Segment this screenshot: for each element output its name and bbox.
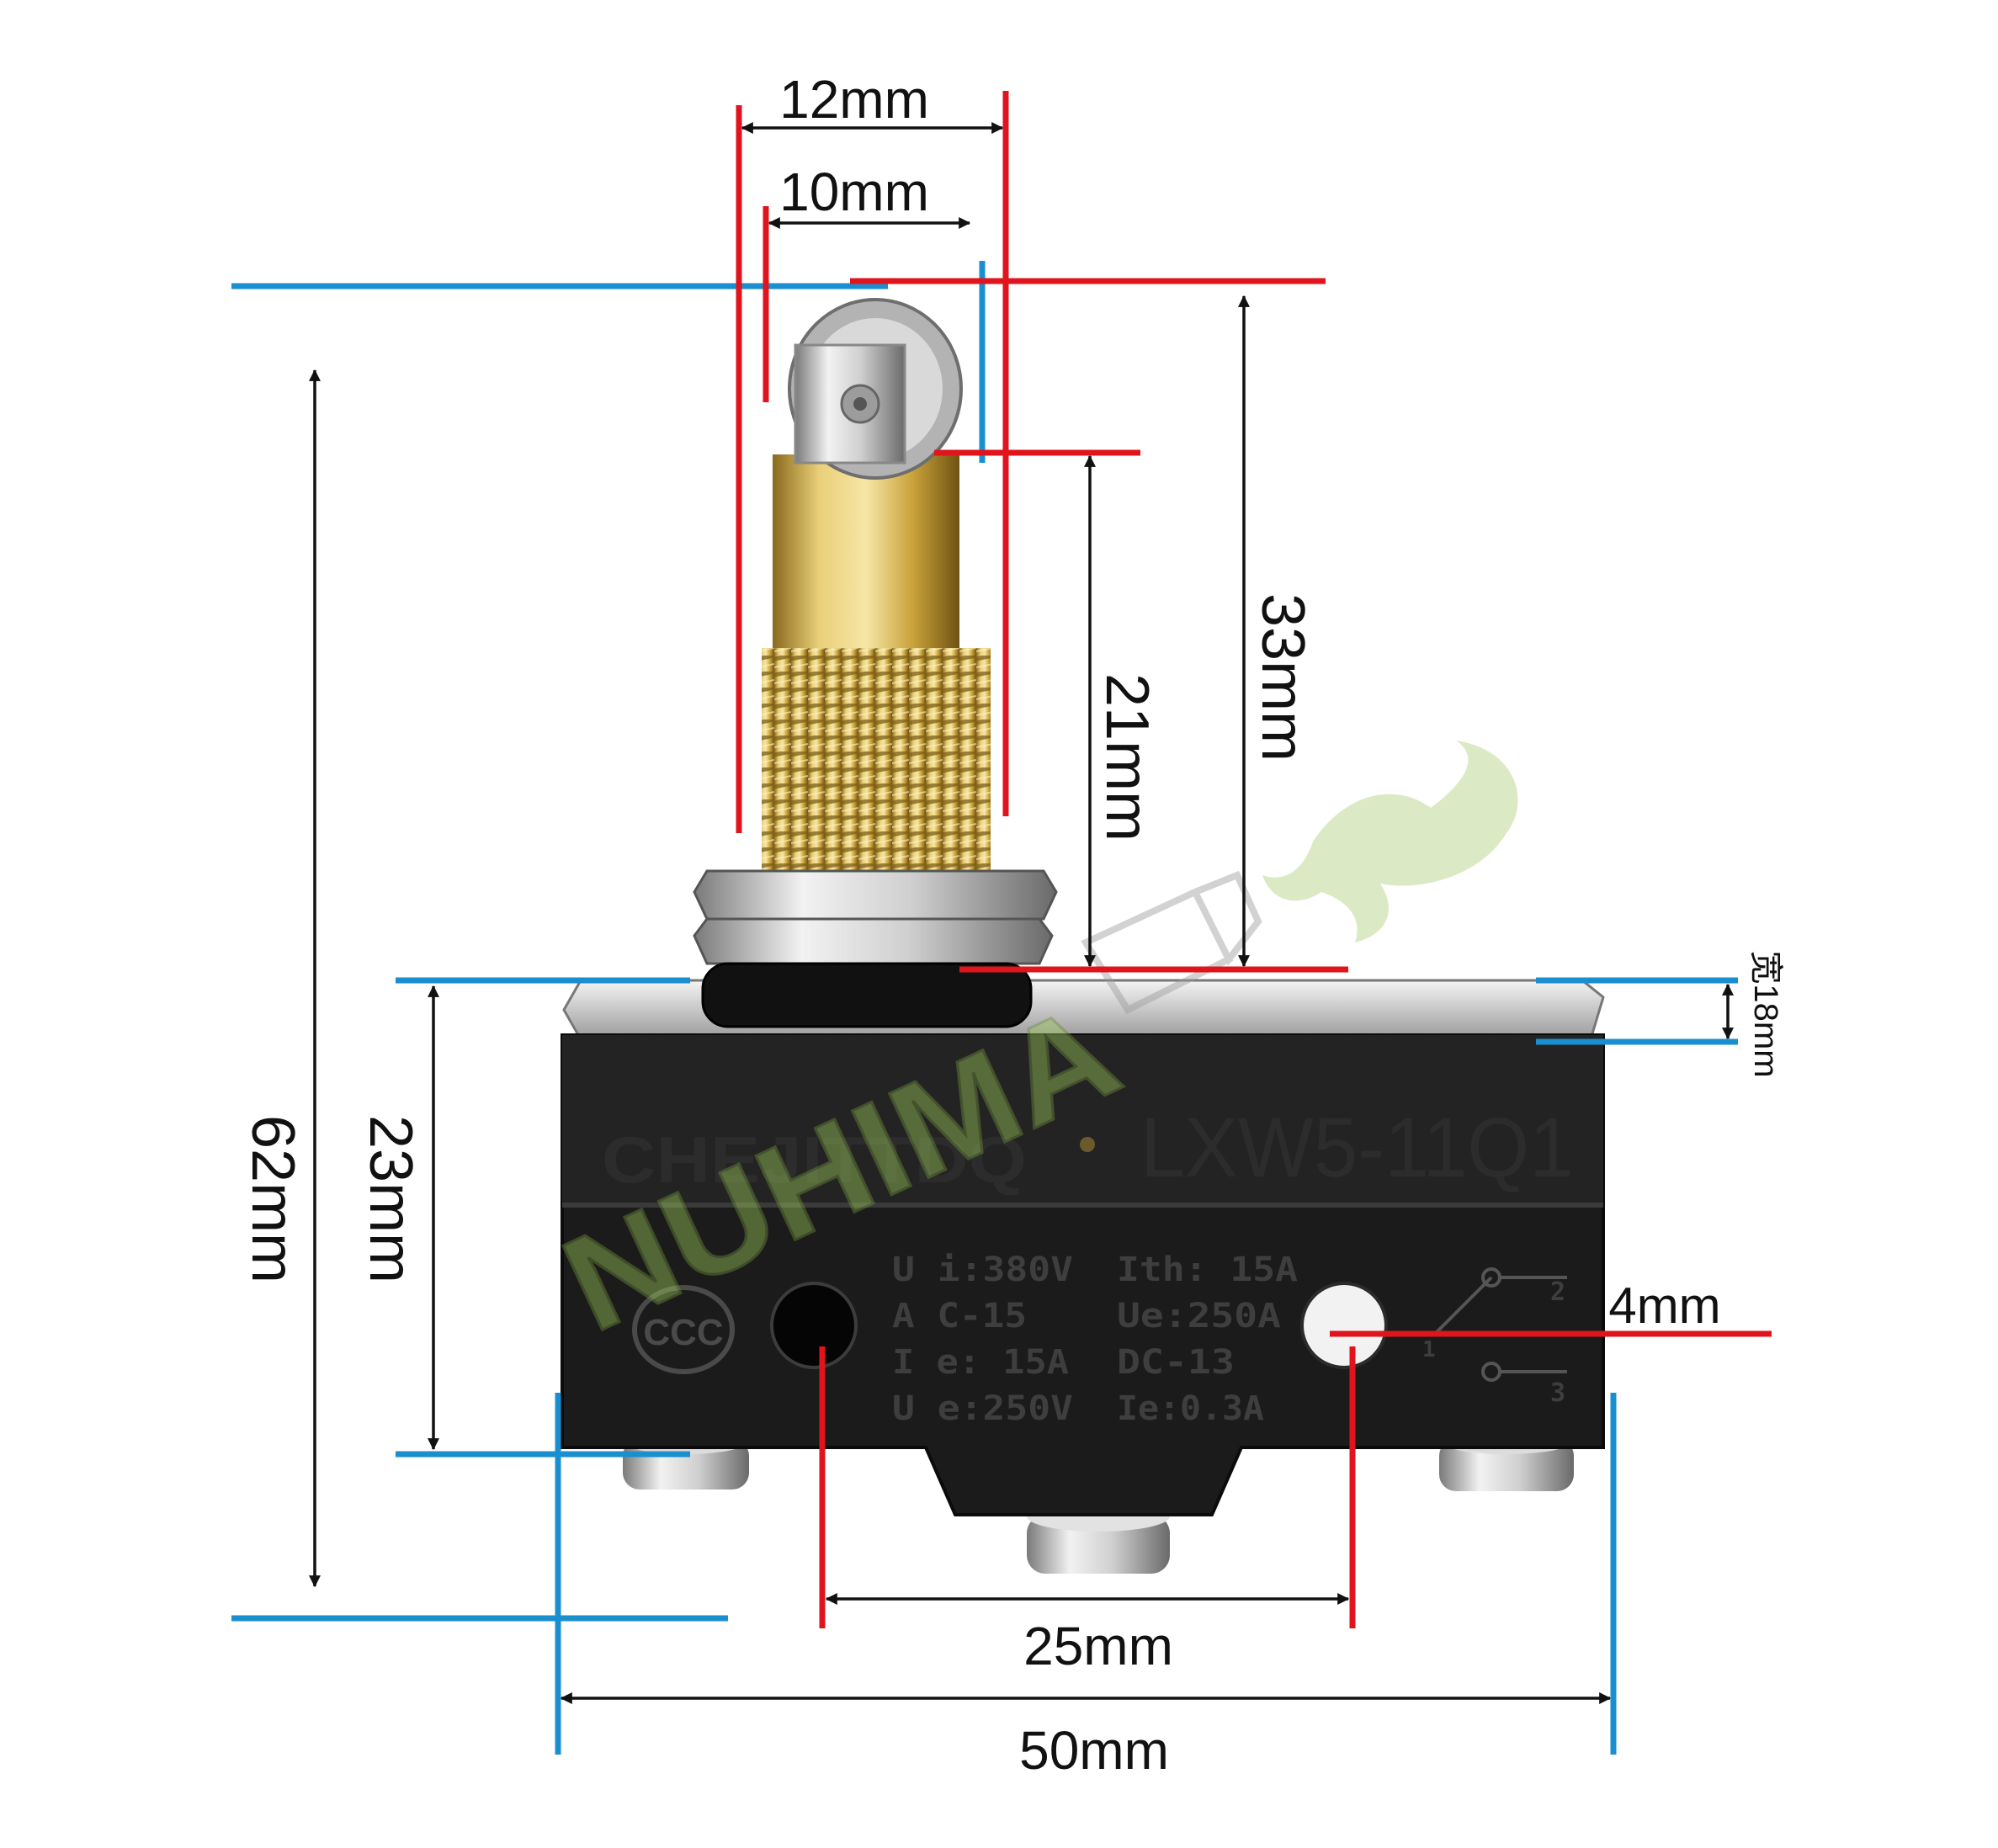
dimension-arrows [309, 122, 1734, 1704]
spec-left-1: A C-15 [892, 1297, 1027, 1336]
red-guide-lines [736, 91, 1772, 1628]
svg-text:CCC: CCC [643, 1312, 723, 1353]
brass-stem [773, 454, 959, 652]
blue-guide-lines [231, 261, 1738, 1755]
truck-logo [1081, 870, 1262, 1015]
mounting-hole-right [1300, 1282, 1388, 1369]
stem-collar [701, 962, 1033, 1028]
spec-left-3: U e:250V [892, 1389, 1073, 1428]
brand-text: CHEJITTDQ [602, 1123, 1027, 1197]
spec-right-3: Ie:0.3A [1117, 1389, 1264, 1428]
hex-nut-lower [693, 917, 1054, 965]
spec-block-left: U i:380V A C-15 I e: 15A U e:250V [892, 1251, 1073, 1428]
spec-right-0: Ith: 15A [1117, 1251, 1298, 1289]
dolphin-logo [1262, 741, 1518, 943]
dim-label-4mm: 4mm [1608, 1277, 1720, 1334]
terminal-number-3: 3 [1550, 1378, 1565, 1408]
ccc-logo: CCC [632, 1285, 735, 1374]
dimension-labels: 12mm 10mm 33mm 21mm 62mm 23mm 25mm 50mm … [239, 69, 1784, 1781]
dim-label-25mm: 25mm [1023, 1616, 1173, 1676]
dim-label-50mm: 50mm [1019, 1720, 1169, 1781]
terminal-number-1: 1 [1422, 1337, 1436, 1362]
mounting-hole-left [770, 1282, 858, 1369]
threaded-stem [762, 648, 991, 879]
brand-dot [1080, 1137, 1095, 1152]
dim-label-62mm: 62mm [239, 1115, 306, 1283]
model-text: LXW5-11Q1 [1140, 1101, 1574, 1195]
spec-left-0: U i:380V [892, 1251, 1073, 1289]
dim-label-21mm: 21mm [1093, 673, 1161, 842]
switch-illustration: CCC CHEJITTD [561, 298, 1605, 1574]
dim-label-23mm: 23mm [357, 1115, 424, 1283]
spec-right-1: Ue:250A [1117, 1297, 1281, 1336]
roller [788, 298, 963, 480]
terminal-schematic [1433, 1267, 1567, 1382]
terminal-number-2: 2 [1550, 1277, 1565, 1307]
dim-label-thickness: 宽18mm [1747, 950, 1784, 1077]
dim-label-10mm: 10mm [779, 162, 929, 222]
spec-left-2: I e: 15A [892, 1343, 1069, 1382]
dim-label-12mm: 12mm [779, 69, 929, 130]
dim-label-33mm: 33mm [1249, 593, 1316, 762]
hex-nut-upper [693, 869, 1058, 921]
spec-right-2: DC-13 [1117, 1343, 1235, 1382]
spec-block-right: Ith: 15A Ue:250A DC-13 Ie:0.3A [1117, 1251, 1298, 1428]
